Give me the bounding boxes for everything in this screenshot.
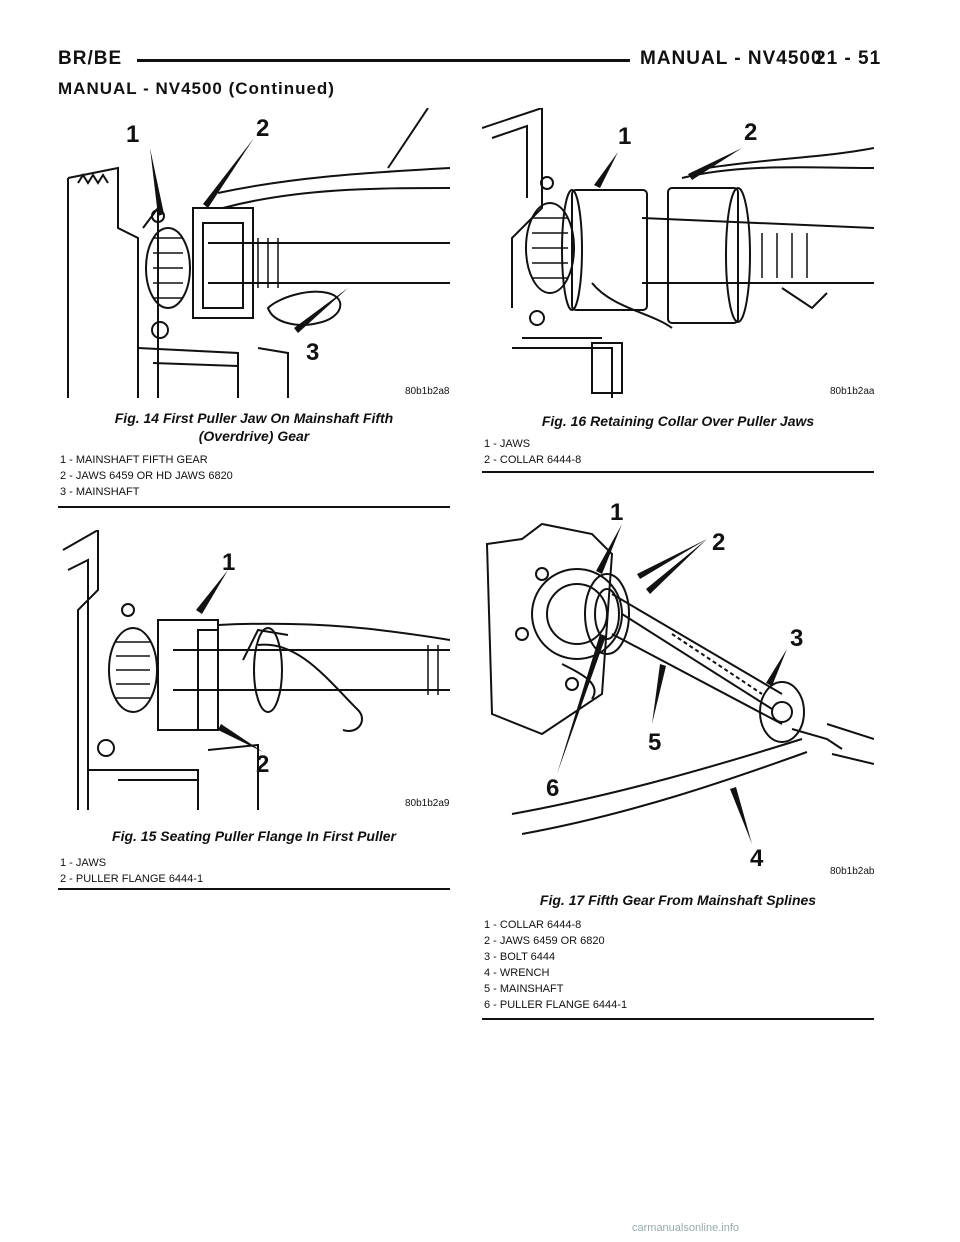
- legend-item: 5 - MAINSHAFT: [484, 983, 564, 995]
- fig17-callout-2: 2: [712, 529, 725, 556]
- fig15-callout-1: 1: [222, 549, 235, 576]
- legend-item: 1 - JAWS: [60, 857, 107, 869]
- fig17-callout-3: 3: [790, 625, 803, 652]
- fig14-caption-line2: (Overdrive) Gear: [198, 428, 310, 444]
- legend-item: 6 - PULLER FLANGE 6444-1: [484, 999, 628, 1011]
- watermark-text: carmanualsonline.info: [632, 1222, 740, 1234]
- fig14-callout-1: 1: [126, 121, 139, 148]
- fig17-legend: 1 - COLLAR 6444-8 2 - JAWS 6459 OR 6820 …: [484, 917, 627, 1013]
- fig17-callout-1: 1: [610, 499, 623, 526]
- fig17-callout-6: 6: [546, 775, 559, 802]
- fig17-illustration: 1 2 3 4 5 6: [482, 494, 874, 874]
- fig17-callout-5: 5: [648, 729, 661, 756]
- fig14-callout-3: 3: [306, 339, 319, 366]
- fig16-illustration: 1 2: [482, 108, 874, 398]
- header-section: MANUAL - NV4500: [640, 48, 823, 69]
- fig17-code: 80b1b2ab: [830, 866, 875, 877]
- fig14-rule: [58, 506, 450, 508]
- fig16-legend: 1 - JAWS 2 - COLLAR 6444-8: [484, 436, 581, 468]
- legend-item: 3 - BOLT 6444: [484, 951, 556, 963]
- fig14-legend: 1 - MAINSHAFT FIFTH GEAR 2 - JAWS 6459 O…: [60, 452, 233, 500]
- legend-item: 2 - JAWS 6459 OR HD JAWS 6820: [60, 470, 233, 482]
- legend-item: 2 - JAWS 6459 OR 6820: [484, 935, 605, 947]
- fig16-caption: Fig. 16 Retaining Collar Over Puller Jaw…: [541, 413, 815, 429]
- fig14-caption: Fig. 14 First Puller Jaw On Mainshaft Fi…: [58, 409, 450, 445]
- fig14-illustration: 1 2 3: [58, 108, 450, 398]
- fig15-legend: 1 - JAWS 2 - PULLER FLANGE 6444-1: [60, 855, 203, 887]
- fig15-rule: [58, 888, 450, 890]
- fig17-callout-4: 4: [750, 845, 764, 872]
- legend-item: 1 - COLLAR 6444-8: [484, 919, 582, 931]
- fig15-code: 80b1b2a9: [405, 798, 450, 809]
- legend-item: 4 - WRENCH: [484, 967, 550, 979]
- fig14-callout-2: 2: [256, 115, 269, 142]
- fig17-caption: Fig. 17 Fifth Gear From Mainshaft Spline…: [539, 892, 817, 908]
- header-model: BR/BE: [58, 48, 123, 69]
- legend-item: 2 - COLLAR 6444-8: [484, 454, 582, 466]
- fig17-rule: [482, 1018, 874, 1020]
- fig15-caption: Fig. 15 Seating Puller Flange In First P…: [112, 828, 396, 844]
- legend-item: 3 - MAINSHAFT: [60, 486, 140, 498]
- header-rule: [137, 59, 630, 62]
- fig14-caption-line1: Fig. 14 First Puller Jaw On Mainshaft Fi…: [114, 410, 394, 426]
- section-title: MANUAL - NV4500 (Continued): [58, 79, 335, 98]
- legend-item: 1 - JAWS: [484, 438, 531, 450]
- legend-item: 1 - MAINSHAFT FIFTH GEAR: [60, 454, 208, 466]
- page-number: 21 - 51: [815, 48, 882, 69]
- fig16-code: 80b1b2aa: [830, 386, 875, 397]
- fig16-rule: [482, 471, 874, 473]
- fig16-callout-2: 2: [744, 119, 757, 146]
- fig15-illustration: 1 2: [58, 530, 450, 810]
- fig15-callout-2: 2: [256, 751, 269, 778]
- legend-item: 2 - PULLER FLANGE 6444-1: [60, 873, 204, 885]
- fig16-callout-1: 1: [618, 123, 631, 150]
- fig14-code: 80b1b2a8: [405, 386, 450, 397]
